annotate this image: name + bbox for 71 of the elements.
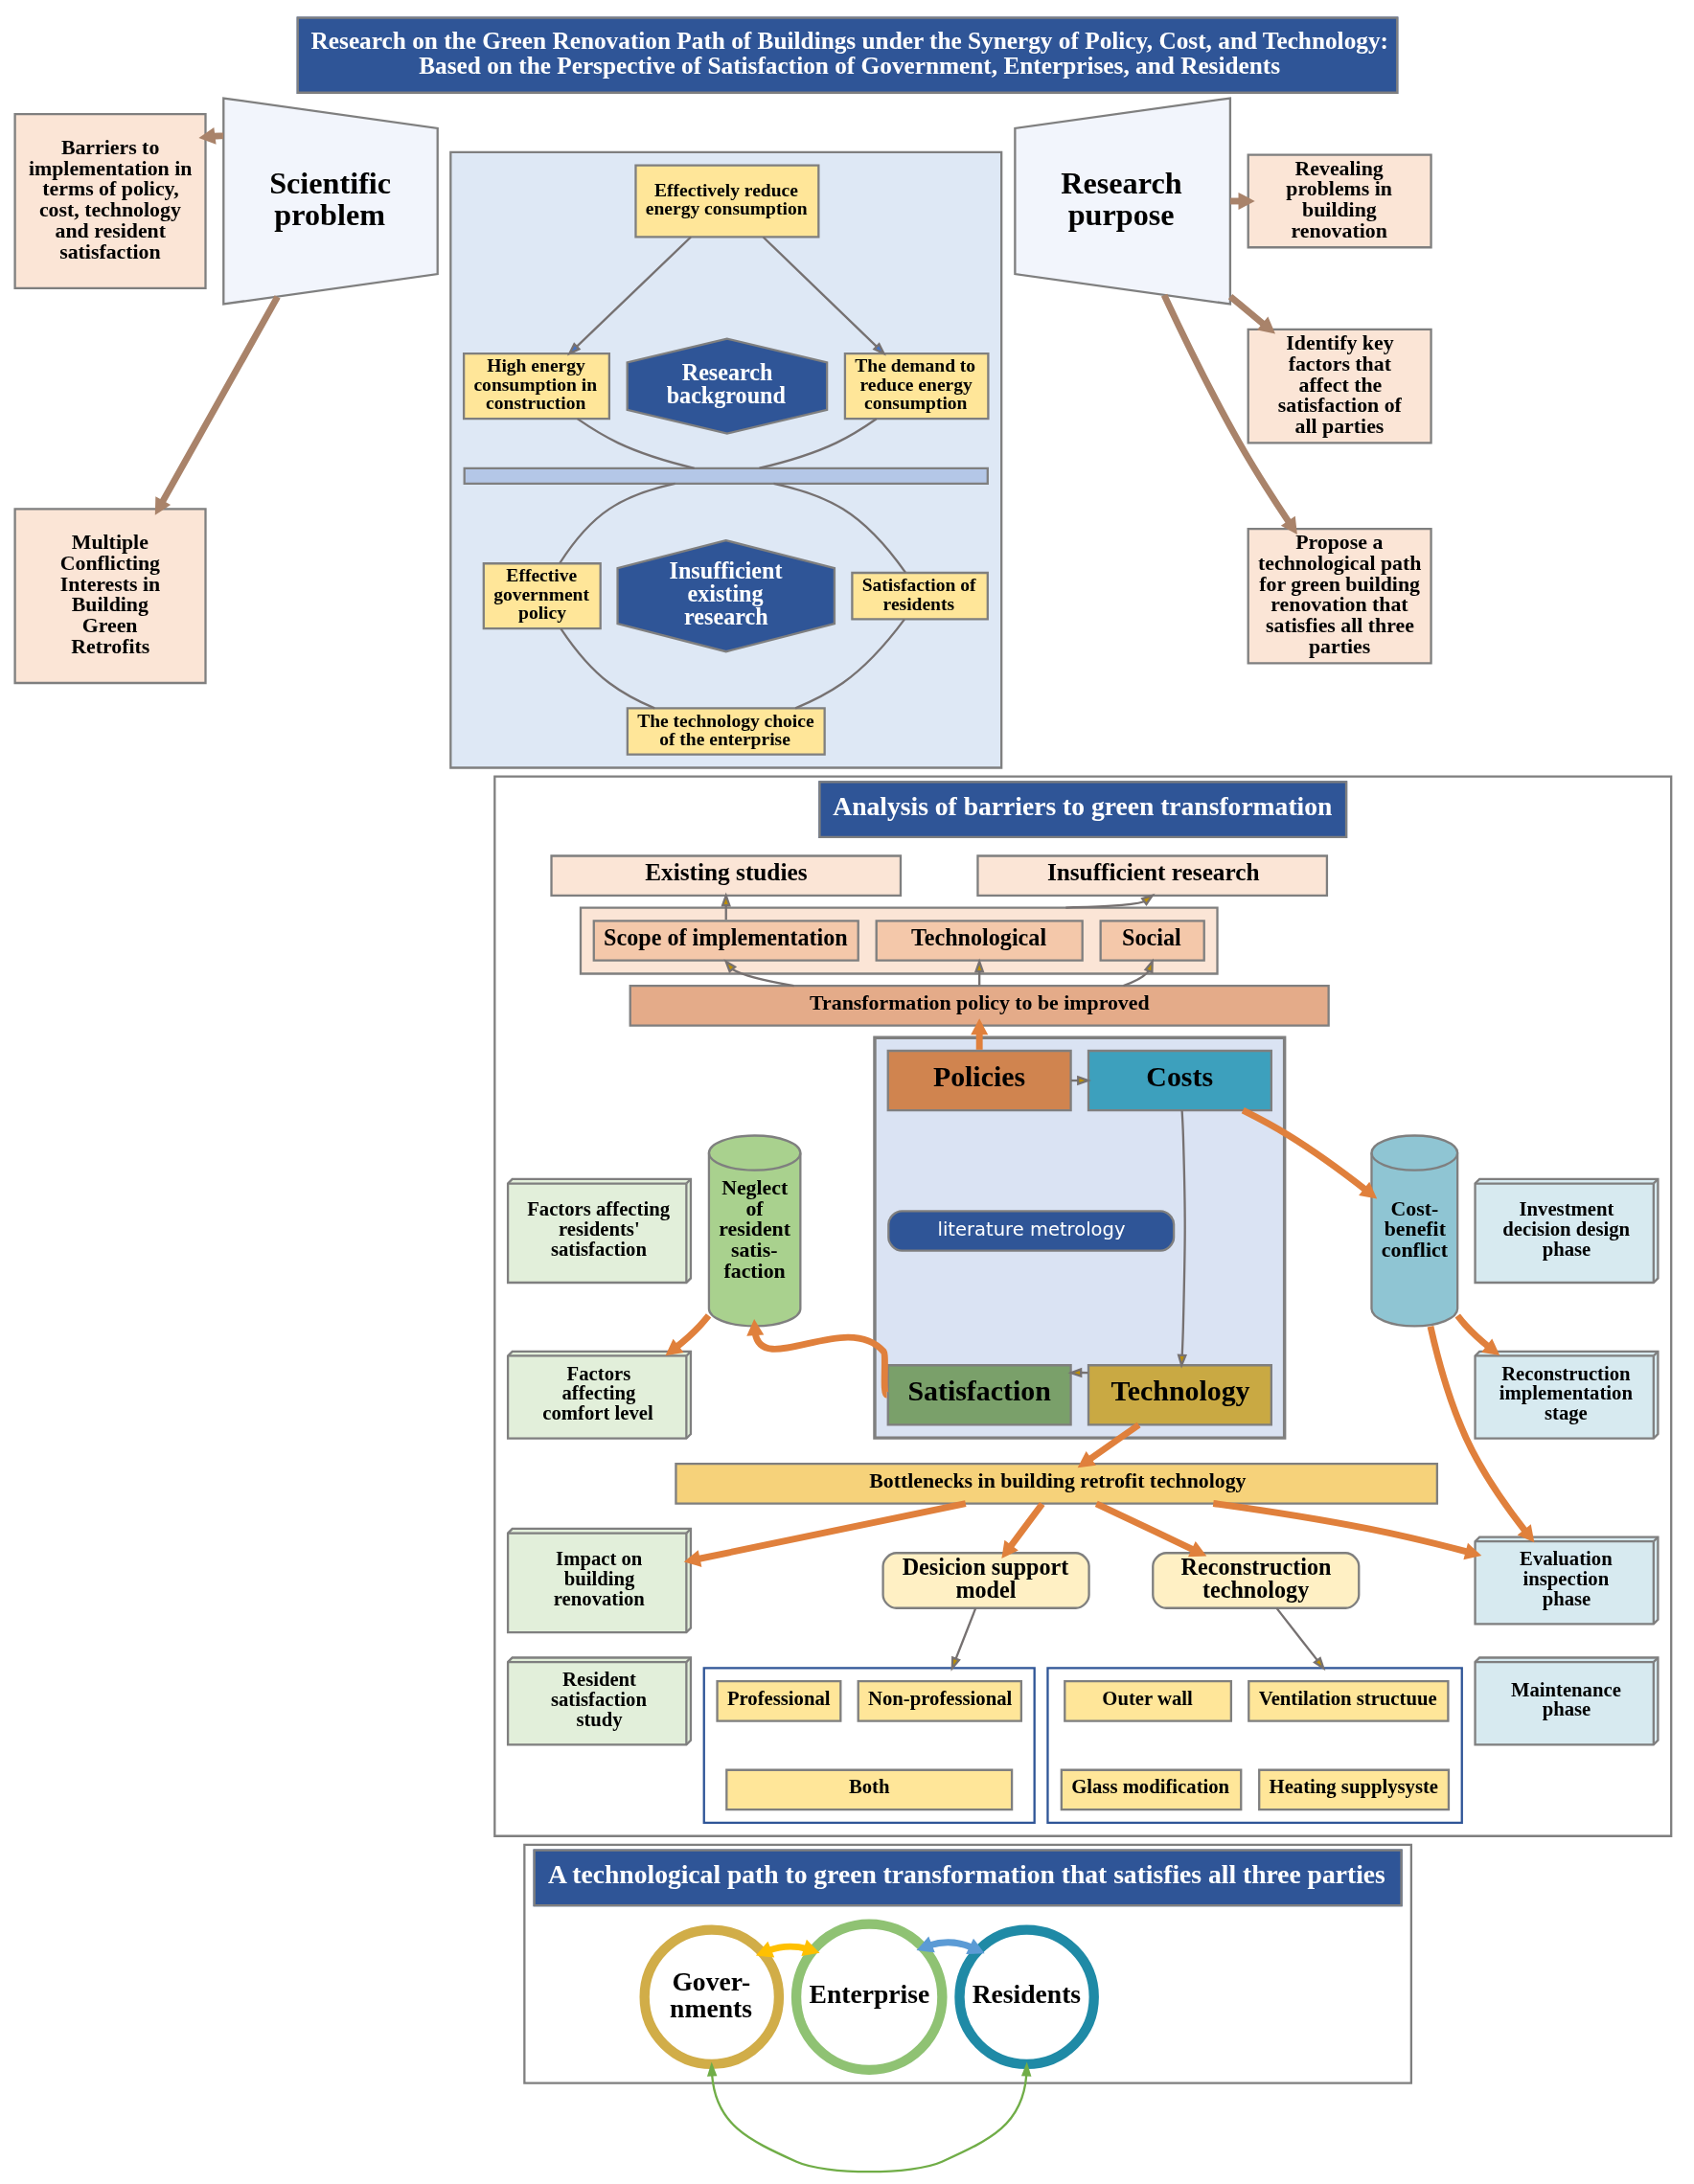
arrow [916, 1936, 985, 1954]
arrow [950, 1607, 976, 1672]
arrow [1427, 1326, 1534, 1543]
connector [772, 482, 906, 574]
diagram-title: Research on the Green Renovation Path of Buildings under the Synergy of Policy, Cost, and Technology: Based on the Perspective of Satisfaction of Government, Enterprises, and Residents [310, 27, 1388, 79]
arrow [1122, 958, 1154, 988]
connector [558, 482, 675, 564]
node-box: Satisfaction of residents [850, 571, 989, 621]
node-box: Scope of implementation [592, 920, 859, 962]
arrow [1241, 1107, 1377, 1199]
node-circle: Enterprise [790, 1919, 948, 2076]
arrow [1000, 1501, 1045, 1558]
node-box: Technological [875, 920, 1084, 962]
connector [794, 618, 905, 710]
arrow [1077, 1422, 1141, 1468]
node-box: Both [724, 1768, 1013, 1811]
node-box: Insufficient research [975, 854, 1328, 898]
node-box: Multiple Conflicting Interests in Building Green Retrofits [12, 508, 207, 685]
node-box: Scientific problem [221, 97, 439, 306]
node-box: Non-professional [857, 1680, 1022, 1722]
arrow [970, 1018, 988, 1050]
node-box: Ventilation structuue [1247, 1680, 1450, 1722]
arrow [566, 236, 692, 356]
node-box: Professional [715, 1680, 841, 1722]
arrow [1094, 1500, 1206, 1558]
node-box: Effective government policy [482, 562, 602, 630]
node-box: Research purpose [1013, 97, 1231, 306]
arrow [664, 1313, 711, 1356]
node-box: Revealing problems in building renovation [1247, 153, 1432, 249]
node-box: Policies [886, 1049, 1072, 1112]
node-circle: Residents [953, 1924, 1099, 2070]
node-box: Existing studies [549, 854, 902, 898]
connector [559, 627, 655, 710]
node-box: Outer wall [1063, 1680, 1232, 1722]
arrow [1064, 893, 1155, 909]
node-box: Barriers to implementation in terms of policy, cost, technology and resident satisfaction [12, 113, 207, 289]
node-bar [463, 466, 989, 486]
node-box: Transformation policy to be improved [629, 985, 1330, 1027]
node-box: High energy consumption in construction [462, 353, 610, 421]
cluster [448, 150, 1002, 769]
arrow [762, 236, 886, 356]
arrow [1454, 1313, 1499, 1356]
node-box: The demand to reduce energy consumption [843, 353, 990, 421]
cluster [1045, 1667, 1463, 1825]
node-box: Effectively reduce energy consumption [633, 164, 819, 239]
node-box: Costs [1087, 1049, 1272, 1112]
node-box: Propose a technological path for green building renovation that satisfies all three parties [1247, 527, 1432, 665]
node-box: Desicion support model [881, 1552, 1090, 1609]
arrow [745, 1319, 889, 1398]
connector [576, 418, 695, 469]
node-box: Bottlenecks in building retrofit technology [674, 1463, 1438, 1505]
node-box: Glass modification [1060, 1768, 1242, 1811]
arrow [1275, 1607, 1325, 1672]
arrow [1177, 1110, 1187, 1369]
cluster [702, 1667, 1036, 1825]
arrow [755, 1939, 819, 1958]
node-box: Reconstruction technology [1151, 1552, 1360, 1609]
node-box: Technology [1087, 1364, 1272, 1426]
arrow [154, 295, 281, 515]
connector [758, 418, 877, 469]
node-box: Satisfaction [886, 1364, 1072, 1426]
arrow [1227, 293, 1275, 334]
cluster [872, 1035, 1286, 1440]
node-circle: Gover- nments [639, 1924, 784, 2070]
arrow [706, 2061, 1031, 2173]
node-box: The technology choice of the enterprise [626, 707, 826, 756]
arrow [1160, 293, 1297, 535]
node-box: Social [1099, 920, 1205, 962]
node-box: literature metrology [886, 1210, 1175, 1252]
node-box: Heating supplysyste [1257, 1768, 1450, 1811]
node-box: Identify key factors that affect the satisfaction of all parties [1247, 328, 1432, 444]
